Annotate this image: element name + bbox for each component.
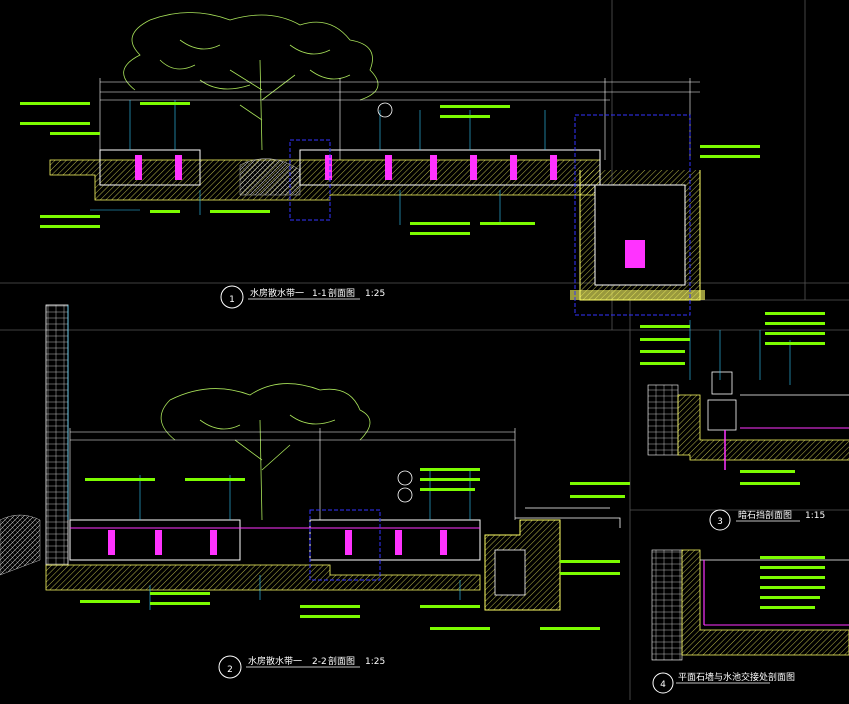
detail-2-section-suffix: 剖面图	[328, 655, 355, 667]
detail-2-scale: 1:25	[365, 657, 385, 667]
detail-3-number: 3	[717, 517, 723, 527]
detail-1-scale: 1:25	[365, 289, 385, 299]
detail-2-section: 2 水房散水带一 2-2 剖面图 1:25	[0, 304, 630, 679]
detail-2-number: 2	[227, 665, 233, 675]
detail-1-section-suffix: 剖面图	[328, 287, 355, 299]
detail-1-number: 1	[229, 295, 235, 305]
detail-3-scale: 1:15	[805, 511, 825, 521]
detail-4-section: 4 平面石墙与水池交接处剖面图	[651, 549, 849, 694]
detail-4-title: 平面石墙与水池交接处剖面图	[678, 671, 795, 683]
detail-2-title: 水房散水带一	[248, 655, 302, 667]
detail-1-number-bubble	[220, 285, 244, 309]
detail-4-number-bubble	[652, 672, 674, 694]
detail-1-section: 1 水房散水带一 1-1 剖面图 1:25	[20, 12, 760, 316]
detail-3-section: 3 暗石挡剖面图 1:15	[640, 312, 849, 531]
detail-1-section-label: 1-1	[312, 289, 327, 299]
detail-3-title: 暗石挡剖面图	[738, 509, 792, 521]
detail-3-number-bubble	[709, 509, 731, 531]
detail-4-number: 4	[660, 680, 666, 690]
detail-2-number-bubble	[218, 655, 242, 679]
tree-icon	[160, 383, 371, 521]
detail-2-section-label: 2-2	[312, 657, 327, 667]
detail-1-title: 水房散水带一	[250, 287, 304, 299]
